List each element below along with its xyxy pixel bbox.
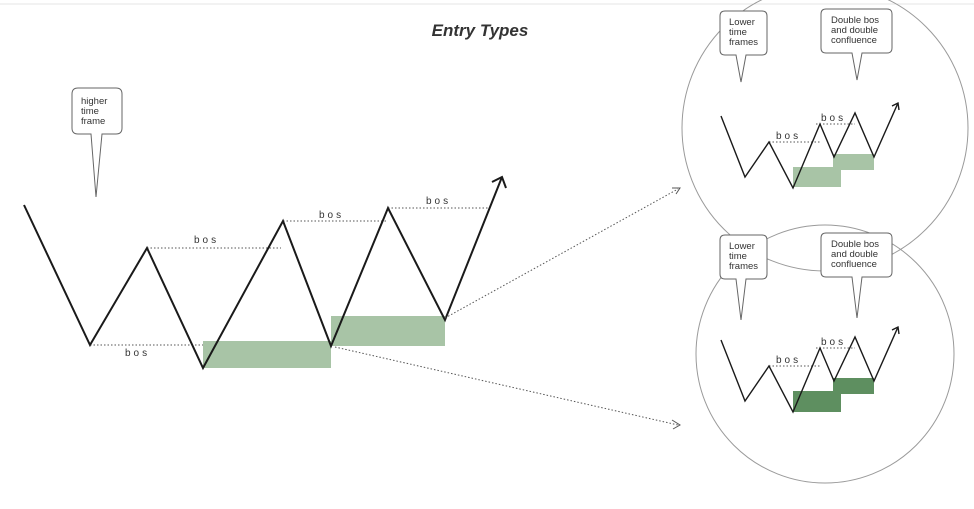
inset-lower-bos-label-2: bos [821, 337, 846, 348]
bubble-shape [719, 10, 768, 83]
main-bos-label-1: bos [125, 348, 150, 359]
inset-lower-zone-2 [833, 378, 874, 394]
main-chart: bos bos bos bos higher time frame [23, 87, 507, 371]
connector-upper-arrowhead [672, 187, 681, 195]
inset-upper-bos-label-2: bos [821, 113, 846, 124]
inset-lower-circle [695, 224, 955, 484]
inset-upper: bos bos Lower time frames Double bos and… [681, 0, 969, 272]
connectors [334, 187, 681, 430]
callout-line-2: time [81, 106, 99, 117]
bubble-text-line: Double bos [831, 15, 879, 26]
bubble-text: Lower time frames [729, 241, 758, 272]
inset-upper-price-path [720, 102, 899, 190]
inset-lower-arrowhead [891, 325, 900, 335]
main-bos-label-4: bos [426, 196, 451, 207]
bubble-text-line: Lower [729, 17, 755, 28]
inset-lower-price-path [720, 326, 899, 414]
inset-upper-right-callout: Double bos and double confluence [820, 8, 893, 81]
bubble-text-line: frames [729, 37, 758, 48]
bubble-text-line: time [729, 251, 747, 262]
main-bos-label-3: bos [319, 210, 344, 221]
bubble-text-line: and double [831, 249, 878, 260]
inset-lower-left-callout: Lower time frames [719, 234, 768, 321]
callout-bubble [71, 87, 123, 198]
connector-upper [444, 188, 679, 319]
bubble-shape [820, 8, 893, 81]
inset-lower: bos bos Lower time frames Double bos and… [695, 224, 955, 484]
bubble-text-line: time [729, 27, 747, 38]
main-bos-label-2: bos [194, 235, 219, 246]
main-zone-2 [331, 316, 445, 346]
higher-timeframe-callout: higher time frame [71, 87, 123, 198]
inset-lower-zone-1 [793, 391, 841, 412]
main-price-path [23, 176, 503, 371]
bubble-text-line: confluence [831, 259, 877, 270]
diagram-title: Entry Types [432, 21, 529, 40]
bubble-text: Double bos and double confluence [831, 239, 882, 270]
bubble-text: Double bos and double confluence [831, 15, 882, 46]
bubble-text-line: confluence [831, 35, 877, 46]
callout-line-3: frame [81, 116, 105, 127]
bubble-text-line: Double bos [831, 239, 879, 250]
callout-text: higher time frame [81, 96, 110, 127]
main-arrowhead [491, 175, 507, 189]
inset-lower-bos-label-1: bos [776, 355, 801, 366]
connector-lower [334, 346, 679, 426]
inset-upper-left-callout: Lower time frames [719, 10, 768, 83]
bubble-text: Lower time frames [729, 17, 758, 48]
inset-upper-arrowhead [891, 101, 900, 111]
bubble-text-line: Lower [729, 241, 755, 252]
inset-upper-zone-2 [833, 154, 874, 170]
connector-lower-arrowhead [671, 419, 681, 430]
bubble-text-line: frames [729, 261, 758, 272]
bubble-shape [820, 232, 893, 319]
bubble-text-line: and double [831, 25, 878, 36]
bubble-shape [719, 234, 768, 321]
inset-upper-bos-label-1: bos [776, 131, 801, 142]
callout-line-1: higher [81, 96, 107, 107]
inset-lower-right-callout: Double bos and double confluence [820, 232, 893, 319]
main-zone-1 [203, 341, 331, 368]
inset-upper-zone-1 [793, 167, 841, 187]
